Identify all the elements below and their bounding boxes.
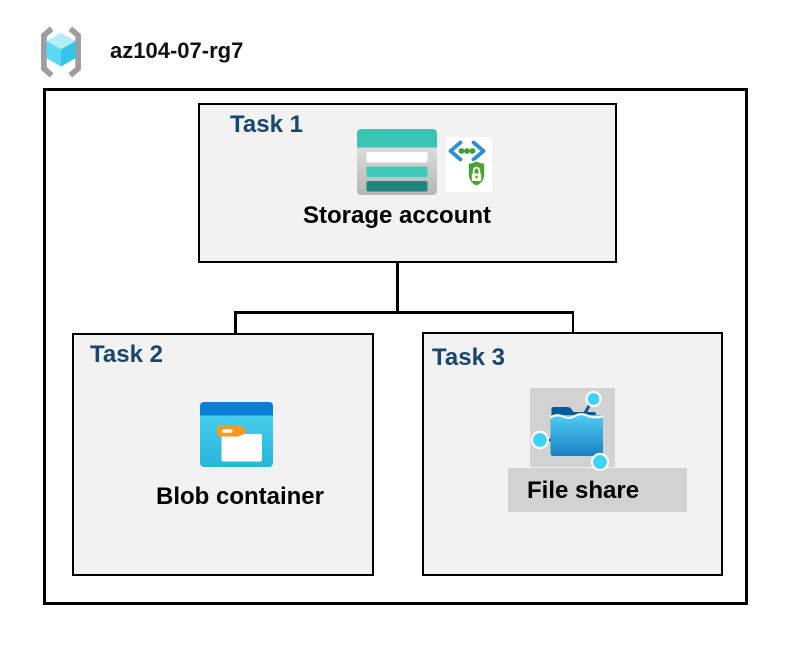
connector-storage-down xyxy=(396,237,399,312)
connector-horizontal xyxy=(234,311,574,314)
blob-container-label: Blob container xyxy=(155,483,324,510)
file-share-label: File share xyxy=(527,477,640,504)
shared-access-signature-icon xyxy=(446,137,492,192)
file-share-icon xyxy=(530,388,615,476)
task1-label: Task 1 xyxy=(230,111,303,138)
blob-container-icon xyxy=(200,402,273,467)
task3-label: Task 3 xyxy=(432,344,505,371)
file-share-label-highlight xyxy=(508,468,687,512)
storage-account-icon xyxy=(357,129,437,195)
resource-group-title: az104-07-rg7 xyxy=(110,38,244,63)
storage-account-label: Storage account xyxy=(302,202,492,229)
resource-group-icon xyxy=(34,24,88,80)
task2-label: Task 2 xyxy=(90,341,163,368)
